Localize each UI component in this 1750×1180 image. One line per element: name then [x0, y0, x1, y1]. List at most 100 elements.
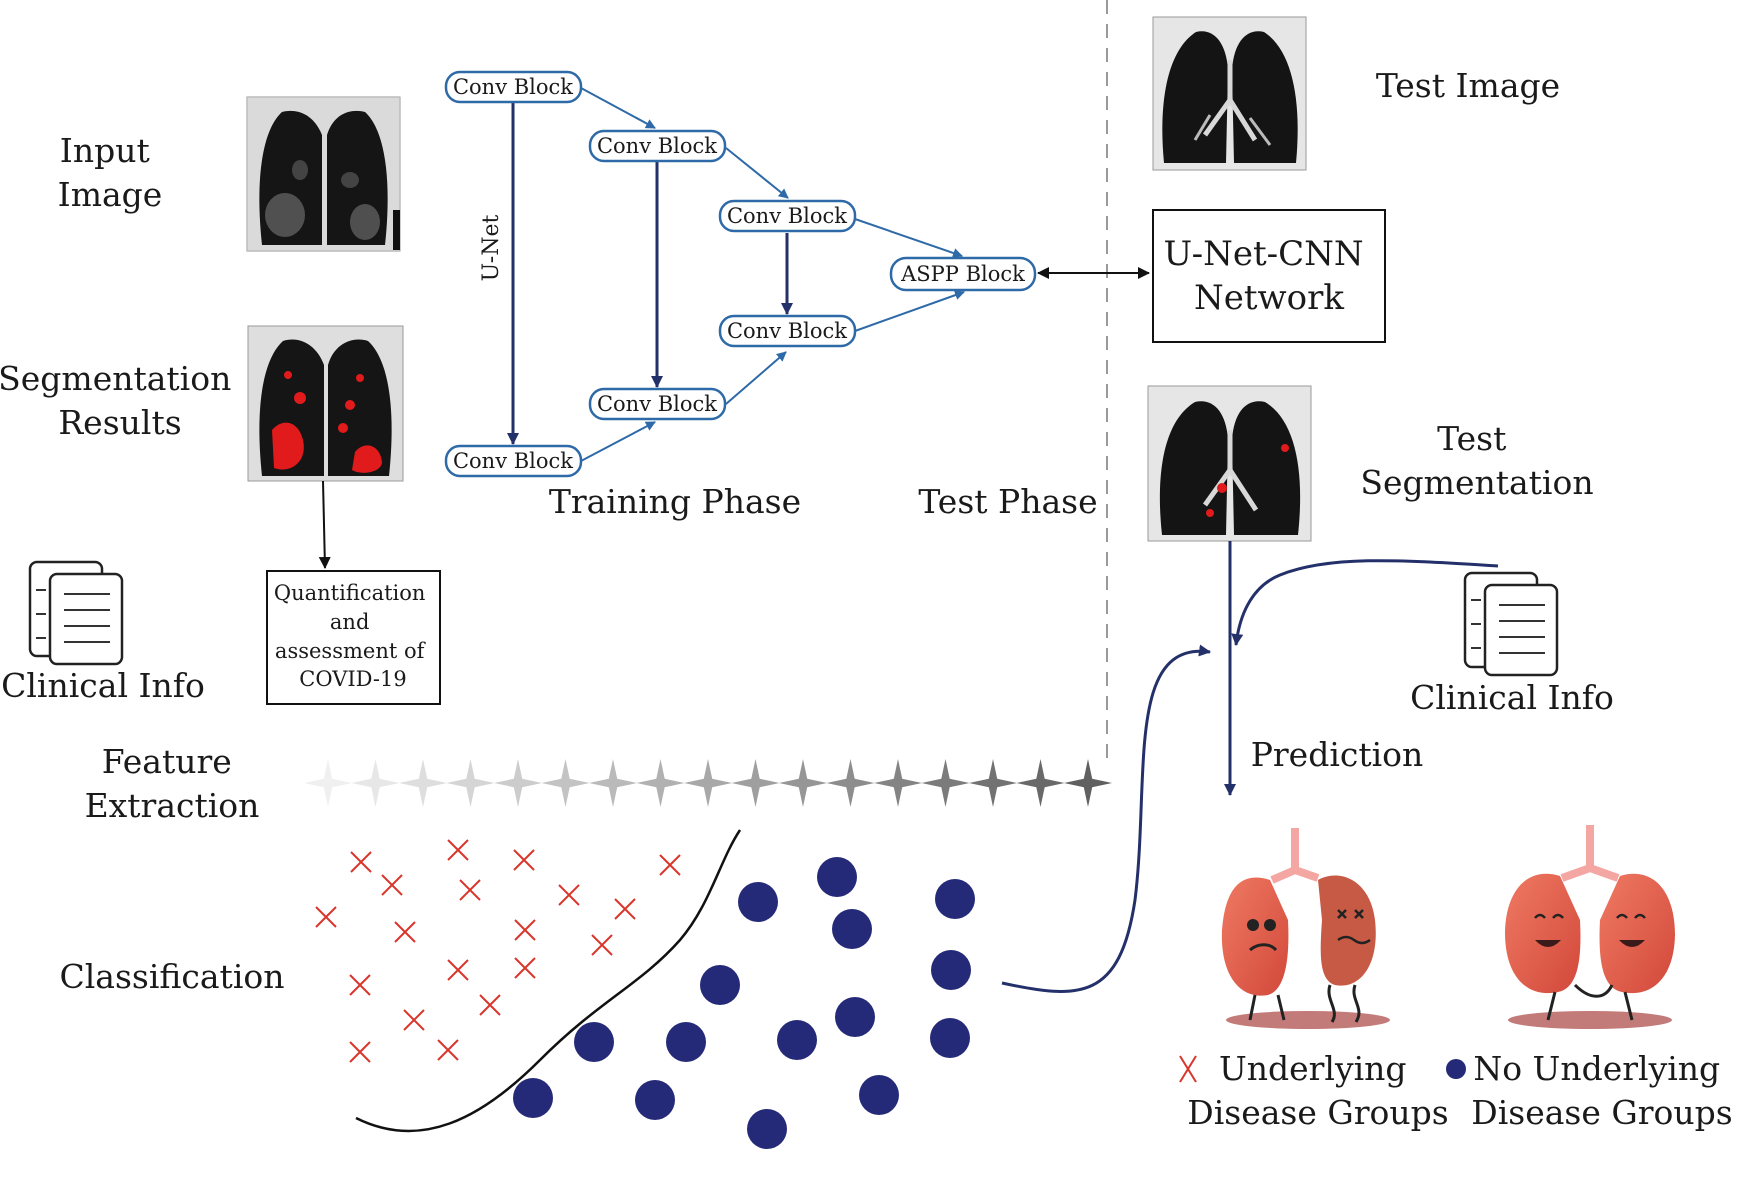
- arrow-conv6-conv5: [580, 421, 656, 462]
- cross-marker: [659, 854, 681, 876]
- svg-text:Conv Block: Conv Block: [727, 204, 847, 228]
- svg-text:Conv Block: Conv Block: [597, 134, 717, 158]
- cross-marker: [459, 879, 481, 901]
- arrow-conv3-aspp: [854, 218, 963, 258]
- svg-text:Conv Block: Conv Block: [727, 319, 847, 343]
- feature-star: [969, 759, 1017, 807]
- feature-star: [304, 759, 352, 807]
- cross-marker: [479, 994, 501, 1016]
- dot-marker: [931, 950, 971, 990]
- cross-marker: [591, 934, 613, 956]
- svg-text:Conv Block: Conv Block: [453, 75, 573, 99]
- test-phase-label: Test Phase: [918, 482, 1097, 521]
- legend-no-underlying: No Underlying Disease Groups: [1446, 1049, 1733, 1132]
- dot-marker: [747, 1109, 787, 1149]
- feature-star: [779, 759, 827, 807]
- legend-no-underlying-line2: Disease Groups: [1471, 1093, 1732, 1132]
- document-icon-right: [1463, 571, 1559, 677]
- document-icon: [28, 560, 124, 666]
- test-segmentation-label: Test Segmentation: [1360, 419, 1593, 502]
- unet-cnn-network-label: U-Net-CNN Network: [1164, 234, 1375, 318]
- classification-to-prediction-curve: [1001, 644, 1211, 993]
- test-segmentation-image: [1147, 385, 1312, 542]
- aspp-block: ASPP Block: [889, 256, 1037, 292]
- svg-text:ASPP Block: ASPP Block: [900, 262, 1025, 286]
- legend-underlying-line2: Disease Groups: [1187, 1093, 1448, 1132]
- dot-marker: [738, 882, 778, 922]
- unet-cnn-network-box: [1152, 209, 1386, 343]
- clinical-info-right-label: Clinical Info: [1410, 678, 1614, 717]
- cross-marker: [350, 851, 372, 873]
- clinical-info-arrow: [1231, 559, 1499, 646]
- dot-marker: [513, 1078, 553, 1118]
- arrow-conv1-conv2: [580, 87, 656, 129]
- seg-to-quant-arrow: [318, 480, 331, 569]
- cross-marker: [447, 959, 469, 981]
- dot-marker: [832, 909, 872, 949]
- decision-boundary: [355, 829, 742, 1133]
- feature-star: [874, 759, 922, 807]
- training-phase-label: Training Phase: [549, 482, 801, 521]
- conv-block-2: Conv Block: [588, 129, 727, 163]
- legend-no-underlying-line1: No Underlying: [1473, 1049, 1720, 1088]
- test-ct-image: [1152, 16, 1307, 171]
- conv-block-6: Conv Block: [444, 444, 583, 478]
- dot-marker: [574, 1022, 614, 1062]
- input-image-label: Input Image: [58, 131, 163, 214]
- quantification-box: [266, 570, 441, 705]
- cross-marker: [349, 1041, 371, 1063]
- cross-marker: [614, 898, 636, 920]
- dot-marker: [835, 997, 875, 1037]
- cross-marker: [394, 921, 416, 943]
- training-network: U-Net Conv Block Conv Block Conv Block A…: [444, 70, 1037, 478]
- legend-underlying: Underlying Disease Groups: [1179, 1049, 1449, 1132]
- svg-text:Conv Block: Conv Block: [453, 449, 573, 473]
- feature-extraction-label: Feature Extraction: [85, 742, 260, 825]
- dot-marker: [777, 1020, 817, 1060]
- svg-text:Conv Block: Conv Block: [597, 392, 717, 416]
- cross-marker: [514, 919, 536, 941]
- cross-marker: [447, 839, 469, 861]
- conv-block-1: Conv Block: [444, 70, 583, 104]
- dot-marker: [859, 1075, 899, 1115]
- arrow-conv4-aspp: [854, 290, 965, 332]
- feature-star: [731, 759, 780, 807]
- cross-marker: [437, 1039, 459, 1061]
- feature-star: [826, 759, 875, 807]
- cross-marker: [514, 957, 536, 979]
- no-underlying-cluster: [513, 857, 975, 1149]
- segmentation-ct-image: [247, 325, 404, 482]
- segmentation-results-label: Segmentation Results: [0, 359, 242, 442]
- feature-star: [921, 759, 970, 807]
- clinical-info-left-label: Clinical Info: [1, 666, 205, 705]
- cross-marker: [381, 874, 403, 896]
- dot-marker: [935, 879, 975, 919]
- feature-star: [351, 759, 400, 807]
- feature-star: [636, 759, 685, 807]
- dot-marker: [700, 965, 740, 1005]
- dot-marker: [930, 1018, 970, 1058]
- prediction-label: Prediction: [1251, 735, 1424, 774]
- lung-character-sick-pair: [1221, 828, 1390, 1029]
- feature-star: [494, 759, 542, 807]
- dot-marker-icon: [1446, 1059, 1466, 1079]
- classification-label: Classification: [59, 957, 284, 996]
- dot-marker: [635, 1080, 675, 1120]
- conv-block-3: Conv Block: [718, 199, 857, 233]
- test-image-label: Test Image: [1376, 66, 1560, 105]
- feature-star: [541, 759, 590, 807]
- legend-underlying-line1: Underlying: [1219, 1049, 1407, 1088]
- feature-star: [1064, 759, 1112, 807]
- dot-marker: [666, 1022, 706, 1062]
- dot-marker: [817, 857, 857, 897]
- svg-text:Underlying Disease Group: Underlying Disease Groups: [1187, 1049, 1448, 1132]
- feature-star: [446, 759, 495, 807]
- cross-marker: [513, 849, 535, 871]
- cross-marker: [349, 974, 371, 996]
- conv-block-4: Conv Block: [718, 314, 857, 348]
- unet-label: U-Net: [479, 214, 504, 281]
- cross-marker: [403, 1009, 425, 1031]
- arrow-conv5-conv4: [725, 351, 787, 405]
- lung-character-healthy-pair: [1505, 825, 1675, 1029]
